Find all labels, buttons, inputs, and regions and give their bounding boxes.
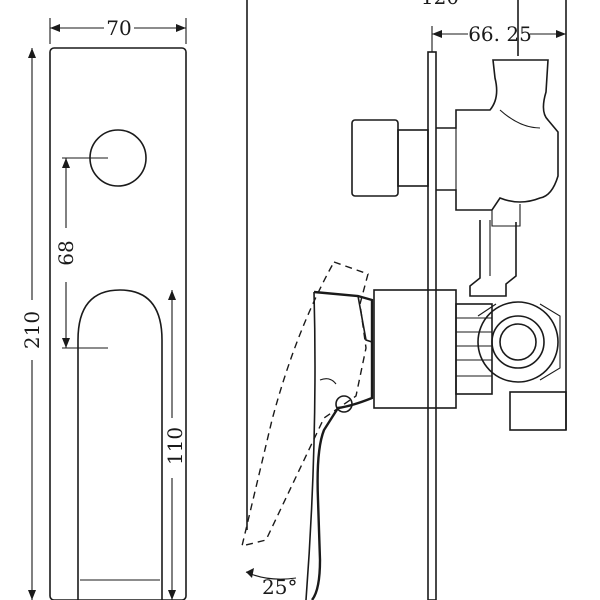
front-view [49,47,187,600]
valve-body-upper [436,59,559,211]
lever-angle-label: 25° [262,575,297,599]
lever-handle-side [311,290,374,600]
plate-height-label: 210 [20,311,44,349]
side-view: 25° [241,0,567,600]
diverter-stem [397,129,429,187]
wall-plate-side [427,51,437,600]
lever-alt-position [241,261,369,547]
plate-width-label: 70 [106,16,131,40]
dim-hole-spacing: 68 [54,158,78,348]
dim-body-depth: 66. 25 [431,22,566,52]
mixer-cartridge [373,289,457,409]
outlet-port-inner [499,323,537,361]
diverter-cap [351,119,399,197]
outlet-port-outer [477,301,559,383]
dim-handle-length: 110 [163,290,187,600]
dim-plate-height: 210 [20,48,44,600]
outlet-port-mid [491,315,545,369]
mounting-bracket [509,391,567,431]
body-depth-label: 66. 25 [468,22,532,46]
top-partial-label: 120 [421,0,459,9]
cover-plate [49,47,187,600]
valve-connector [469,220,517,297]
dim-top-partial: 120 [421,0,459,9]
dim-plate-width: 70 [49,16,187,44]
lever-handle-front [77,289,163,600]
lever-pivot [335,395,353,413]
hole-spacing-label: 68 [54,240,78,265]
handle-length-label: 110 [163,427,187,465]
